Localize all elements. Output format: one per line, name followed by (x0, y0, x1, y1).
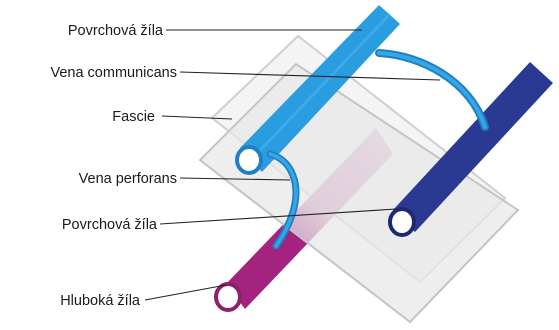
label-superficial-vein-right: Povrchová žíla (62, 217, 158, 233)
superficial-vein-right-opening (390, 209, 414, 235)
deep-vein-opening (216, 284, 240, 310)
leader-deep-vein (145, 285, 226, 300)
label-vena-perforans: Vena perforans (79, 171, 177, 187)
label-vena-communicans: Vena communicans (50, 65, 177, 81)
label-fascia: Fascie (112, 109, 155, 125)
superficial-vein-top-opening (237, 147, 261, 173)
label-deep-vein: Hluboká žíla (60, 293, 141, 309)
label-superficial-vein-top: Povrchová žíla (68, 23, 164, 39)
